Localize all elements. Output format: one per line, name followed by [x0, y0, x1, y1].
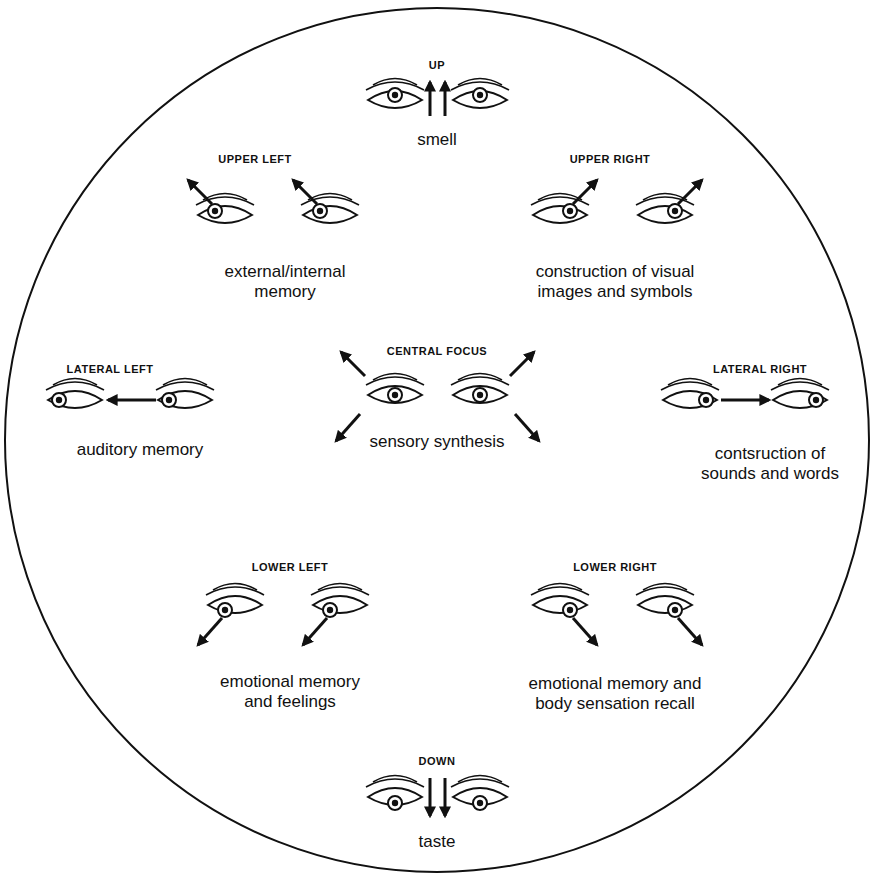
gaze-arrow: [515, 414, 539, 441]
direction-heading: LATERAL LEFT: [67, 363, 154, 376]
eye: [661, 379, 719, 409]
gaze-arrow: [188, 180, 212, 204]
gaze-arrow: [444, 82, 447, 116]
direction-heading: LOWER LEFT: [252, 561, 329, 574]
eye: [46, 379, 104, 409]
gaze-arrow: [573, 618, 597, 645]
eye: [366, 374, 424, 404]
direction-heading: UP: [429, 59, 445, 72]
cue-caption: emotional memory and body sensation reca…: [515, 674, 715, 715]
eye: [451, 79, 509, 109]
gaze-arrow: [198, 618, 222, 645]
cue-caption: taste: [419, 832, 456, 852]
eye: [311, 584, 369, 618]
eye: [366, 79, 424, 109]
direction-heading: LOWER RIGHT: [573, 561, 657, 574]
gaze-arrow: [336, 414, 360, 441]
cue-caption: smell: [417, 130, 457, 150]
direction-heading: UPPER RIGHT: [570, 153, 651, 166]
gaze-arrow: [678, 618, 702, 645]
gaze-arrow: [678, 180, 702, 204]
gaze-arrow: [341, 352, 365, 376]
gaze-arrow: [293, 180, 317, 204]
eye: [771, 379, 829, 409]
direction-heading: CENTRAL FOCUS: [387, 345, 487, 358]
cue-caption: emotional memory and feelings: [215, 672, 365, 713]
direction-heading: UPPER LEFT: [218, 153, 291, 166]
gaze-arrow: [303, 618, 327, 645]
cue-caption: construction of visual images and symbol…: [510, 262, 720, 303]
direction-heading: LATERAL RIGHT: [713, 363, 807, 376]
eye: [636, 584, 694, 618]
eye: [451, 776, 509, 811]
gaze-arrow: [721, 399, 769, 402]
eye: [366, 776, 424, 811]
outer-circle: [5, 8, 869, 872]
direction-heading: DOWN: [419, 755, 456, 768]
gaze-arrow: [429, 778, 432, 816]
eye: [531, 584, 589, 618]
cue-caption: auditory memory: [77, 440, 204, 460]
gaze-arrow: [108, 399, 156, 402]
gaze-arrow: [510, 352, 534, 376]
gaze-arrow: [429, 82, 432, 116]
cue-caption: sensory synthesis: [369, 432, 504, 452]
cue-caption: contsruction of sounds and words: [690, 444, 850, 485]
cue-caption: external/internal memory: [200, 262, 370, 303]
eye: [156, 379, 214, 409]
gaze-arrow: [444, 778, 447, 816]
eye: [451, 374, 509, 404]
gaze-arrow: [573, 180, 597, 204]
eye: [206, 584, 264, 618]
